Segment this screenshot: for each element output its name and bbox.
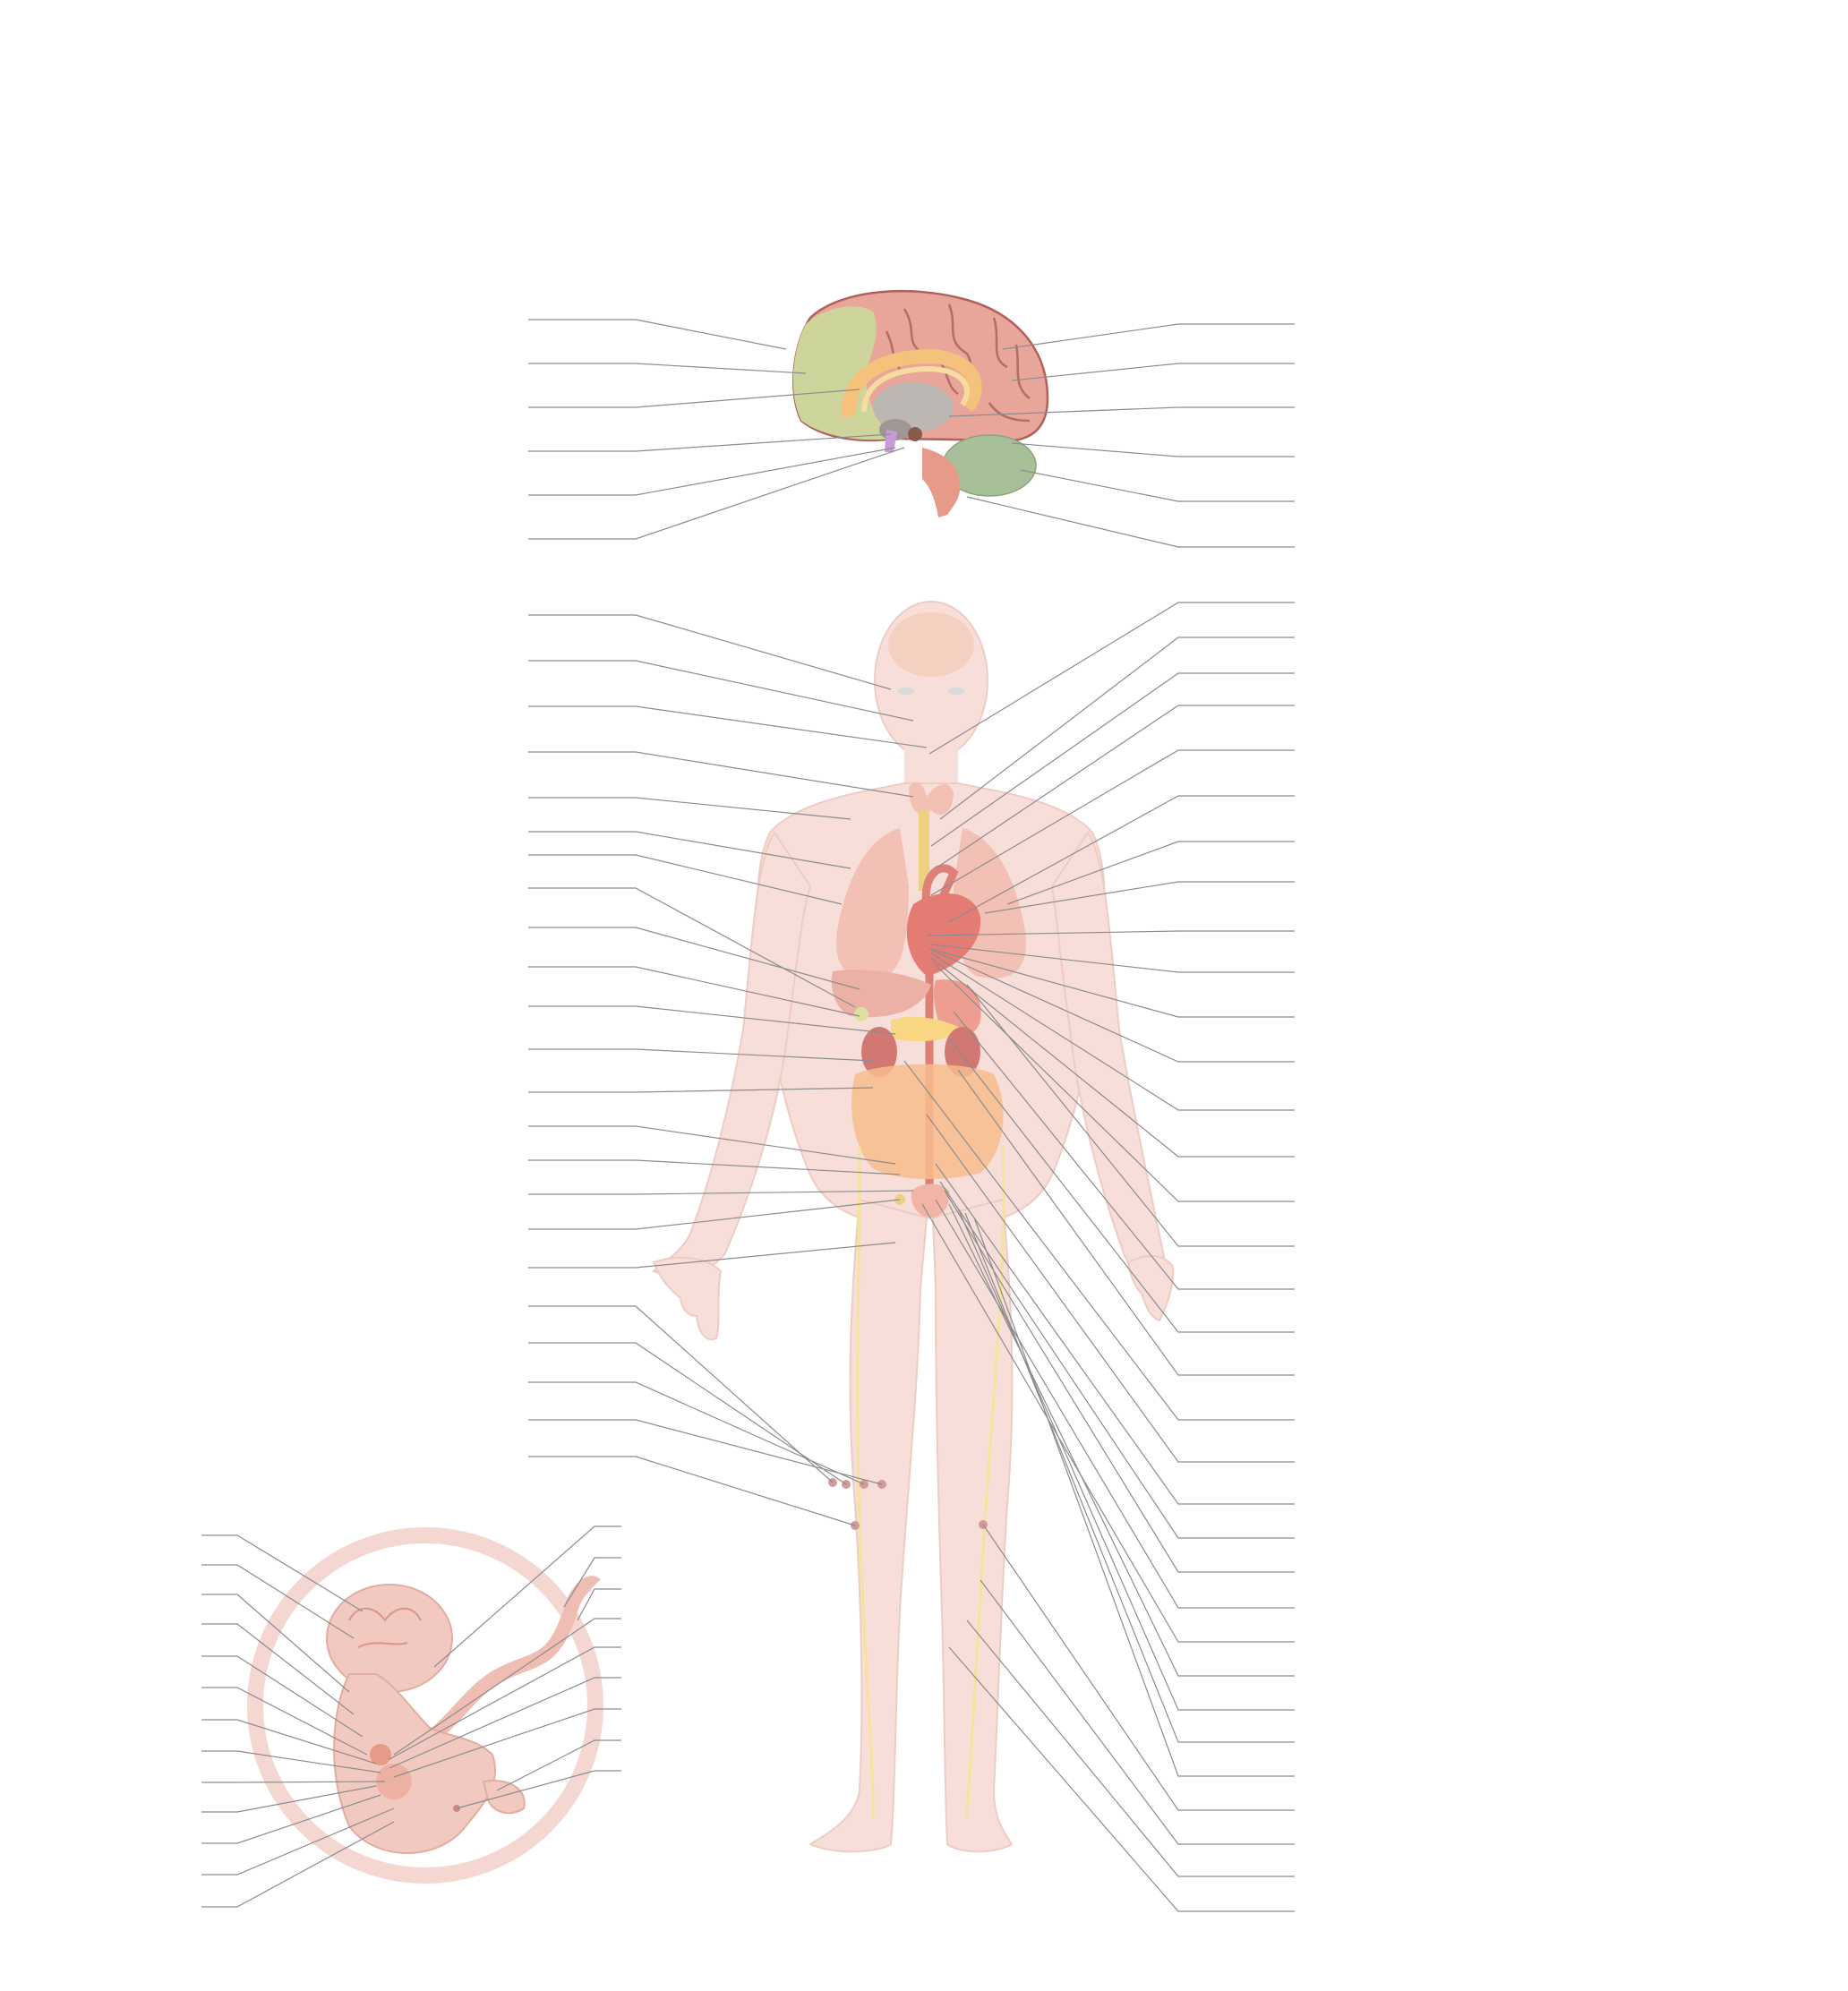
intestines [851, 1064, 1004, 1179]
body-illustration [652, 601, 1175, 1853]
fetal-limb [482, 1780, 526, 1815]
left-lung [836, 828, 909, 978]
fetus-leader-lines-left [201, 1534, 395, 1908]
body-leader-lines-right [903, 602, 1295, 1912]
pancreas [891, 1016, 962, 1041]
brainstem [922, 448, 961, 517]
pituitary [885, 430, 897, 452]
left-eye [898, 688, 914, 695]
thyroid [909, 782, 954, 815]
corpus-callosum [861, 365, 970, 413]
right-kidney [945, 1027, 980, 1077]
cingulate-gyrus [841, 348, 982, 417]
right-leg [931, 1198, 1014, 1853]
fetal-brain [348, 1607, 422, 1648]
body-brain [888, 612, 974, 677]
fetus-leader-lines-right [389, 1525, 621, 1809]
bladder [911, 1183, 950, 1218]
fetal-organ [376, 1764, 412, 1799]
liver [831, 970, 931, 1018]
fetus-illustration [247, 1527, 603, 1884]
left-leg-nerve [856, 1145, 875, 1818]
left-hand [652, 1256, 723, 1341]
right-eye [948, 688, 964, 695]
gallbladder [854, 1007, 868, 1021]
body-leader-lines-left [528, 614, 928, 1526]
brain-leader-lines [528, 319, 1295, 548]
heart [906, 893, 981, 976]
left-kidney [861, 1027, 897, 1077]
left-leg [808, 1198, 928, 1853]
womb-ring [247, 1527, 603, 1884]
right-hand [1126, 1255, 1175, 1322]
brain-illustration [792, 289, 1049, 517]
pineal-gland [908, 427, 922, 441]
cortex-gyri [885, 303, 1031, 423]
left-arm [652, 831, 812, 1277]
fetal-heart [370, 1744, 391, 1765]
